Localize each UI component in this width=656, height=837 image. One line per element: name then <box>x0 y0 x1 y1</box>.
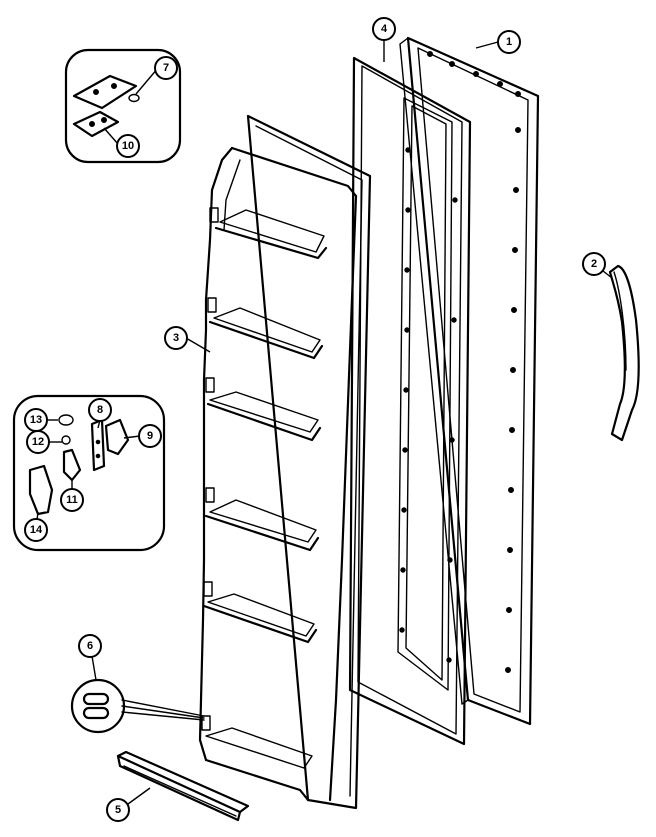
door-stop-inset <box>70 678 205 734</box>
callout-label: 2 <box>591 258 597 270</box>
upper-hinge-inset <box>64 48 182 164</box>
callout-label: 3 <box>173 332 179 344</box>
callout-4: 4 <box>372 17 396 41</box>
lower-hinge-inset <box>12 394 166 552</box>
callout-label: 7 <box>163 62 169 74</box>
callout-label: 14 <box>30 524 43 536</box>
door-outer-panel <box>399 36 540 726</box>
callout-6: 6 <box>78 634 102 658</box>
liner-shelves <box>202 209 328 769</box>
callout-9: 9 <box>138 424 162 448</box>
callout-label: 13 <box>30 414 42 426</box>
callout-14: 14 <box>24 518 48 542</box>
door-handle <box>608 264 640 442</box>
callout-7: 7 <box>154 56 178 80</box>
door-liner <box>198 114 372 810</box>
callout-label: 6 <box>87 640 93 652</box>
callout-12: 12 <box>26 430 50 454</box>
callout-label: 5 <box>115 804 121 816</box>
callout-11: 11 <box>60 488 84 512</box>
callout-label: 1 <box>506 36 512 48</box>
door-gasket <box>348 56 472 746</box>
callout-label: 9 <box>147 430 153 442</box>
callout-label: 4 <box>381 23 388 35</box>
callout-1: 1 <box>497 30 521 54</box>
callout-8: 8 <box>88 398 112 422</box>
callout-label: 12 <box>32 436 44 448</box>
bottom-trim-strip <box>116 750 250 822</box>
callout-2: 2 <box>582 252 606 276</box>
callout-label: 8 <box>97 404 103 416</box>
callout-13: 13 <box>24 408 48 432</box>
callout-label: 11 <box>66 494 78 506</box>
callout-5: 5 <box>106 798 130 822</box>
callout-label: 10 <box>122 140 134 152</box>
callout-3: 3 <box>164 326 188 350</box>
callout-10: 10 <box>116 134 140 158</box>
